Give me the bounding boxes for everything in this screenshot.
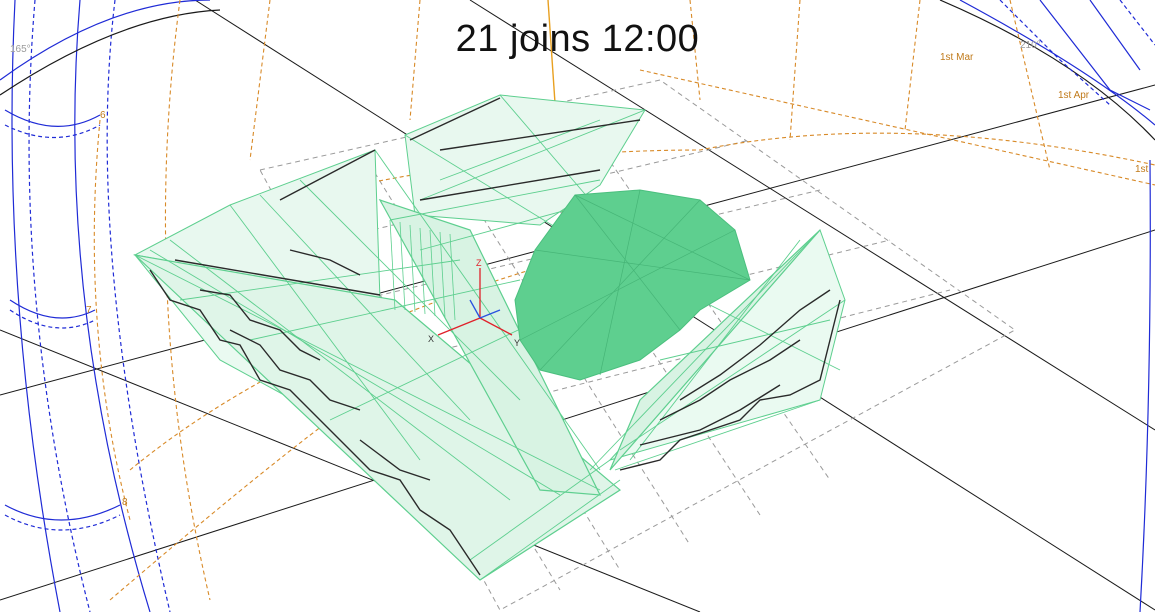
date-label-mar: 1st Mar bbox=[940, 52, 974, 63]
angle-label-210: 210° bbox=[1020, 40, 1041, 51]
axis-y-label: Y bbox=[514, 338, 520, 348]
date-label-apr: 1st Apr bbox=[1058, 90, 1090, 101]
hour-label-7: 7 bbox=[86, 305, 92, 316]
date-label-truncated: 1st bbox=[1135, 164, 1149, 175]
sunpath-labels: 1st Mar 1st Apr 1st 165° 210° 6 7 8 bbox=[10, 40, 1149, 508]
axis-triad: Z X Y bbox=[428, 258, 520, 348]
axis-z-label: Z bbox=[476, 258, 482, 268]
angle-label-165: 165° bbox=[10, 44, 31, 55]
view-title: 21 joins 12:00 bbox=[455, 18, 700, 60]
building-model[interactable] bbox=[133, 94, 846, 581]
hour-label-8: 8 bbox=[122, 497, 128, 508]
hour-label-6: 6 bbox=[100, 110, 106, 121]
axis-x-label: X bbox=[428, 334, 434, 344]
